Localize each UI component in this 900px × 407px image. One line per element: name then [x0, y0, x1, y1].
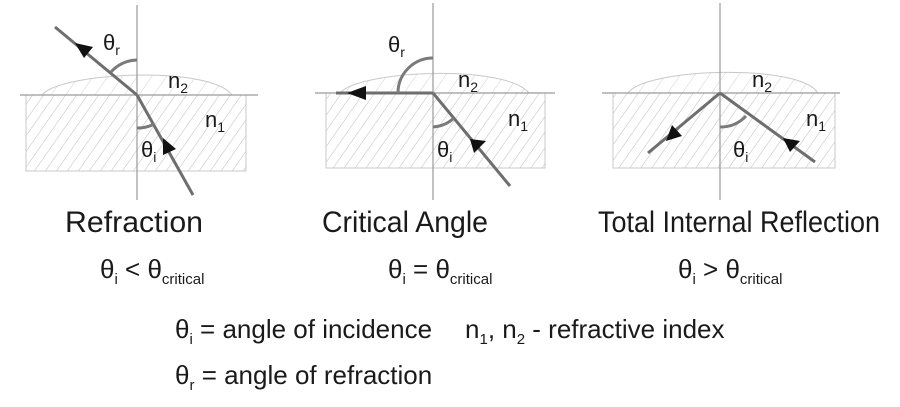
theta-i-label: θi — [733, 137, 748, 165]
panel-total-internal-reflection: θi n2 n1 — [602, 3, 840, 200]
legend-incidence: θi = angle of incidence — [175, 314, 432, 348]
arrow-icon — [163, 138, 176, 155]
n2-label: n2 — [168, 68, 188, 96]
medium-n2 — [338, 72, 531, 94]
angle-i-arc — [136, 122, 155, 130]
arrow-icon — [347, 86, 366, 100]
panel-critical-angle: θr θi n2 n1 — [315, 3, 555, 200]
n1-label: n1 — [806, 106, 826, 134]
n1-label: n1 — [205, 107, 225, 135]
refracted-ray — [54, 25, 138, 97]
n2-label: n2 — [752, 67, 772, 95]
legend-refractive-index: n1, n2 - refractive index — [465, 314, 724, 348]
title-total-internal-reflection: Total Internal Reflection — [598, 206, 880, 239]
title-critical-angle: Critical Angle — [322, 206, 488, 239]
theta-i-label: θi — [141, 137, 156, 165]
theta-r-label: θr — [103, 30, 120, 58]
angle-r-arc — [396, 56, 434, 94]
theta-r-label: θr — [388, 32, 405, 60]
theta-i-label: θi — [437, 137, 452, 165]
angle-i-arc — [432, 116, 456, 129]
medium-n2 — [627, 71, 819, 94]
panel-refraction: θr θi n2 n1 — [20, 5, 258, 200]
arrow-icon — [666, 125, 682, 141]
condition-total-internal-reflection: θi > θcritical — [678, 254, 782, 288]
incident-ray — [719, 91, 816, 164]
condition-critical-angle: θi = θcritical — [388, 254, 492, 288]
arrow-icon — [783, 138, 800, 152]
n2-label: n2 — [458, 67, 478, 95]
medium-n1 — [25, 94, 247, 172]
reflected-ray — [647, 91, 721, 155]
arrow-icon — [75, 43, 93, 58]
legend-refraction: θr = angle of refraction — [175, 360, 432, 394]
medium-n1 — [612, 92, 836, 169]
angle-r-arc — [109, 58, 138, 74]
angle-i-arc — [719, 114, 748, 129]
arrow-icon — [470, 139, 486, 153]
condition-refraction: θi < θcritical — [100, 254, 204, 288]
title-refraction: Refraction — [65, 206, 203, 239]
n1-label: n1 — [508, 106, 528, 134]
